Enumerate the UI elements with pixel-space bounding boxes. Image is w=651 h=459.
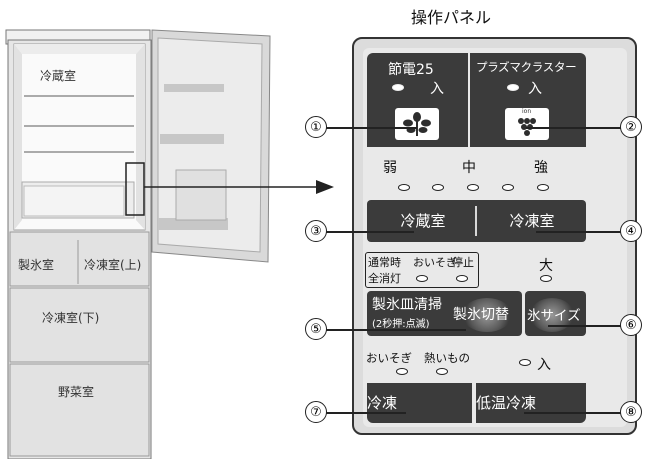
plasma-label: プラズマクラスター bbox=[476, 60, 577, 74]
plasma-led bbox=[507, 84, 519, 91]
freeze-hot-led bbox=[436, 368, 448, 375]
compartment-label-freezer-upper: 冷凍室(上) bbox=[84, 258, 142, 272]
ice-switch-glow bbox=[462, 298, 512, 332]
eco-label: 節電25 bbox=[388, 62, 434, 78]
callout-line-4 bbox=[536, 231, 622, 233]
ion-text: ion bbox=[522, 108, 532, 115]
mode-normal-label: 通常時 bbox=[368, 256, 401, 269]
level-led-4 bbox=[502, 184, 514, 191]
lowtemp-on-label: 入 bbox=[537, 357, 551, 373]
freeze-button-label: 冷凍 bbox=[367, 394, 398, 412]
ice-clean-label: 製氷皿清掃 bbox=[372, 297, 442, 313]
freeze-quick-label: おいそぎ bbox=[366, 351, 412, 365]
low-temp-freeze-label: 低温冷凍 bbox=[476, 394, 537, 412]
mode-all-off-label: 全消灯 bbox=[368, 272, 401, 285]
low-temp-freeze-button[interactable] bbox=[476, 383, 586, 423]
freeze-button[interactable] bbox=[367, 383, 472, 423]
size-large-led bbox=[540, 275, 552, 282]
compartment-label-vegetable: 野菜室 bbox=[58, 385, 95, 399]
callout-1: ① bbox=[305, 116, 327, 138]
plasma-on-label: 入 bbox=[528, 81, 542, 97]
level-weak-label: 弱 bbox=[383, 160, 397, 176]
callout-line-3 bbox=[326, 231, 414, 233]
room-select-divider bbox=[475, 206, 477, 236]
grape-icon: ion bbox=[505, 108, 549, 140]
freeze-quick-led bbox=[396, 368, 408, 375]
lowtemp-led bbox=[519, 359, 531, 366]
freeze-hot-label: 熱いもの bbox=[424, 351, 470, 365]
callout-2: ② bbox=[620, 116, 642, 138]
callout-line-2 bbox=[526, 127, 622, 129]
callout-line-8 bbox=[524, 412, 622, 414]
mode-quick-label: おいそぎ bbox=[413, 256, 457, 269]
callout-6: ⑥ bbox=[620, 314, 642, 336]
mode-stop-led bbox=[456, 275, 468, 282]
ice-size-label: 氷サイズ bbox=[527, 308, 581, 324]
ice-clean-sub-label: (2秒押:点滅) bbox=[372, 319, 430, 330]
mode-stop-label: 停止 bbox=[452, 256, 474, 269]
ice-switch-label: 製氷切替 bbox=[453, 307, 509, 323]
callout-4: ④ bbox=[620, 220, 642, 242]
callout-line-6 bbox=[548, 325, 622, 327]
callout-line-1 bbox=[326, 127, 417, 129]
freezer-room-button[interactable]: 冷凍室 bbox=[509, 212, 555, 230]
compartment-label-ice: 製氷室 bbox=[18, 258, 55, 272]
level-strong-label: 強 bbox=[534, 160, 548, 176]
callout-7: ⑦ bbox=[305, 401, 327, 423]
eco-led bbox=[392, 84, 404, 91]
level-led-5 bbox=[537, 184, 549, 191]
lighting-mode-box bbox=[365, 252, 479, 288]
callout-3: ③ bbox=[305, 220, 327, 242]
callout-5: ⑤ bbox=[305, 318, 327, 340]
level-led-3 bbox=[467, 184, 479, 191]
callout-8: ⑧ bbox=[620, 401, 642, 423]
compartment-label-freezer-lower: 冷凍室(下) bbox=[42, 311, 100, 325]
fridge-room-button[interactable]: 冷蔵室 bbox=[400, 212, 446, 230]
leaf-icon bbox=[395, 108, 439, 140]
compartment-label-fridge: 冷蔵室 bbox=[40, 69, 77, 83]
size-large-label: 大 bbox=[539, 258, 553, 274]
level-led-2 bbox=[432, 184, 444, 191]
pointer-arrow bbox=[144, 180, 334, 194]
refrigerator-illustration bbox=[5, 29, 271, 459]
callout-line-5 bbox=[326, 329, 466, 331]
level-led-1 bbox=[398, 184, 410, 191]
callout-line-7 bbox=[326, 412, 406, 414]
level-mid-label: 中 bbox=[462, 160, 476, 176]
mode-quick-led bbox=[416, 275, 428, 282]
eco-on-label: 入 bbox=[430, 81, 444, 97]
panel-title: 操作パネル bbox=[410, 8, 491, 27]
